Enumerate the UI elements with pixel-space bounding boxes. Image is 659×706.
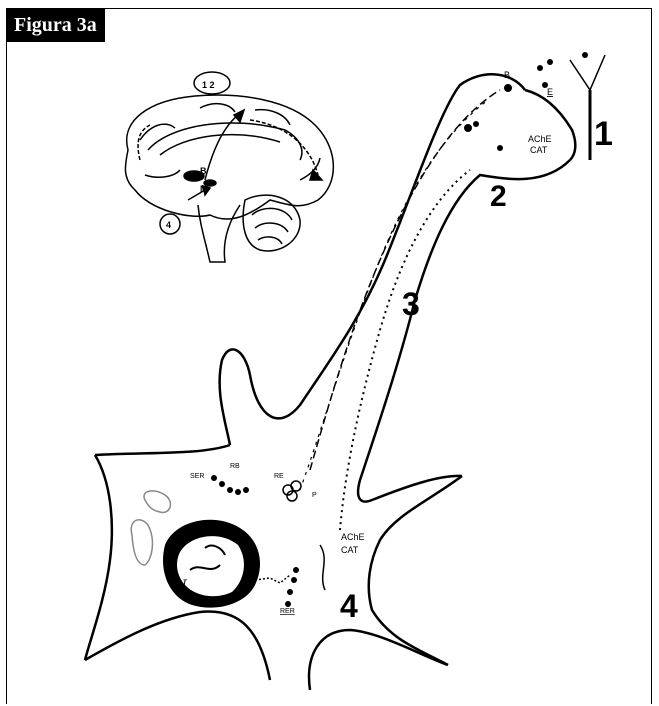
mitochondrion-1 (144, 491, 170, 513)
ser-label: SER (190, 473, 204, 480)
region-label-4: 4 (340, 588, 358, 624)
rer-label: RER (280, 608, 295, 615)
soma-lower-dendrite (309, 630, 448, 690)
axon-outline-right (358, 160, 570, 502)
cortex-gyri (140, 104, 320, 180)
soma-outline-bottom (85, 612, 270, 680)
brain-label-m: M (200, 184, 208, 194)
nucleus-label: N (174, 577, 188, 594)
transport-dashed-2 (300, 100, 488, 490)
terminal-enzyme-cat: CAT (530, 145, 548, 155)
brain-outline (125, 95, 333, 219)
postsynaptic-edge (570, 55, 605, 90)
cortical-projection-right (250, 120, 318, 175)
soma-enzyme-cat: CAT (341, 545, 359, 555)
nucleus-to-rer (255, 575, 290, 583)
region-label-2: 2 (490, 180, 507, 213)
golgi-cluster (283, 481, 325, 590)
region-label-3: 3 (402, 286, 420, 322)
brain-inset (125, 72, 333, 262)
brain-label-12: 1 2 (202, 80, 215, 90)
soma-outline-left (85, 455, 112, 660)
axon-outline-left (220, 74, 525, 445)
nucleus (163, 520, 260, 608)
terminal-enzyme-ache: AChE (528, 134, 552, 144)
rb-label: RB (230, 463, 240, 470)
cerebellum-folia (252, 208, 292, 244)
transport-dashed-1 (310, 90, 500, 470)
p-label: P (312, 492, 317, 499)
brain-label-4: 4 (166, 220, 171, 230)
region-label-1: 1 (594, 115, 613, 153)
terminal-label-b: B (504, 70, 510, 80)
brainstem (198, 205, 240, 262)
terminal-label-e: E (547, 87, 553, 97)
brain-label-b: B (200, 166, 207, 176)
arrow-right-head (310, 170, 322, 180)
projection-arrow-head (234, 110, 244, 122)
mitochondrion-2 (131, 520, 152, 565)
soma-enzyme-ache: AChE (341, 532, 365, 542)
re-label: RE (274, 473, 284, 480)
soma-outline-top (95, 445, 230, 455)
